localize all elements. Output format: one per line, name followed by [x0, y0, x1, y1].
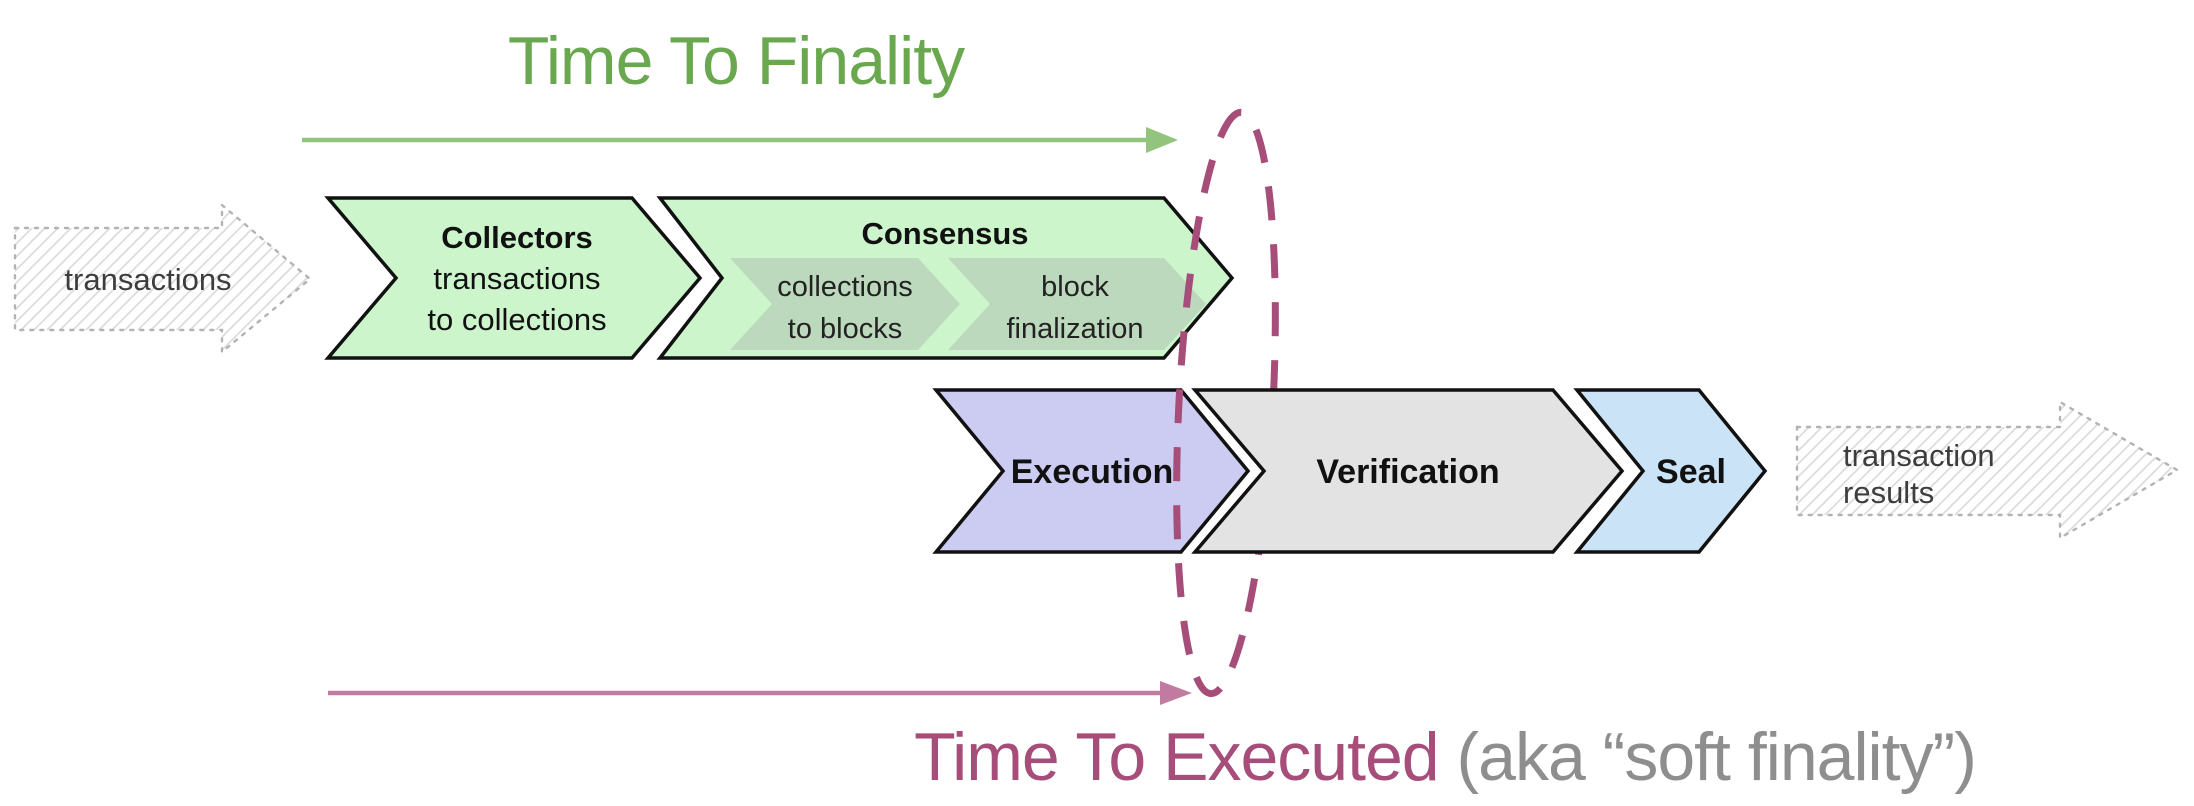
- time-to-executed-arrow: [328, 681, 1192, 705]
- execution-title: Execution: [1011, 453, 1173, 491]
- time-to-executed-title: Time To Executed (aka “soft finality”): [914, 719, 1976, 795]
- stage-collectors-shape: [324, 196, 703, 360]
- finality-arrowhead-icon: [1146, 127, 1178, 153]
- consensus-text: Consensus collections to blocks block fi…: [777, 216, 1143, 345]
- transactions-input-arrow: transactions: [13, 202, 312, 355]
- time-to-executed-title-primary: Time To Executed: [914, 719, 1438, 795]
- substep-block-finalization-line2: finalization: [1006, 313, 1143, 345]
- transactions-arrow-shape: [13, 202, 312, 355]
- transaction-results-arrow-shape: [1795, 399, 2180, 541]
- consensus-title: Consensus: [861, 216, 1028, 251]
- seal-title: Seal: [1656, 453, 1726, 491]
- substep-collections-to-blocks-line2: to blocks: [788, 313, 902, 345]
- transaction-results-label-line2: results: [1843, 475, 1934, 510]
- time-to-executed-title-note: (aka “soft finality”): [1439, 719, 1976, 795]
- executed-arrowhead-icon: [1160, 681, 1192, 705]
- transactions-arrow-label: transactions: [64, 262, 231, 297]
- collectors-subtitle-line2: to collections: [427, 302, 606, 337]
- verification-title: Verification: [1316, 453, 1499, 491]
- collectors-title: Collectors: [441, 220, 593, 255]
- substep-block-finalization-line1: block: [1041, 271, 1109, 303]
- collectors-subtitle-line1: transactions: [433, 261, 600, 296]
- time-to-finality-title: Time To Finality: [508, 23, 965, 99]
- substep-collections-to-blocks-line1: collections: [777, 271, 912, 303]
- stage-seal-shape: [1573, 388, 1768, 554]
- substep-collections-to-blocks-shape: [730, 258, 960, 350]
- substep-block-finalization-shape: [948, 258, 1206, 350]
- collectors-text: Collectors transactions to collections: [427, 220, 606, 337]
- time-to-finality-arrow: [302, 127, 1178, 153]
- transaction-results-output-arrow: transaction results: [1795, 399, 2180, 541]
- stage-verification-shape: [1191, 388, 1625, 554]
- transaction-results-label-line1: transaction: [1843, 438, 1995, 473]
